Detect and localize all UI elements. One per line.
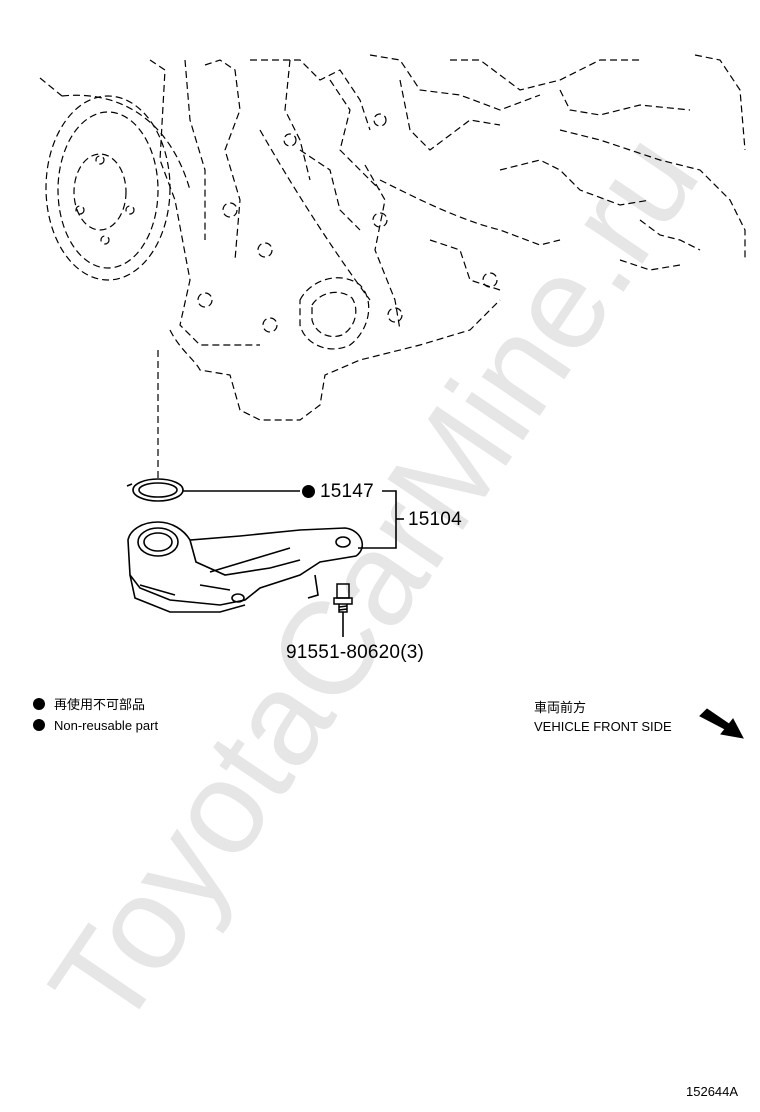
crank-pulley-inner bbox=[57, 111, 159, 269]
callout-gasket: 15147 bbox=[320, 481, 374, 502]
callout-bolt: 91551-80620(3) bbox=[286, 642, 425, 663]
crank-pulley-hub bbox=[73, 153, 127, 231]
front-direction-arrow bbox=[699, 708, 744, 739]
engine-outline bbox=[39, 54, 746, 478]
legend-jp: 再使用不可部品 bbox=[54, 697, 146, 712]
non-reusable-marker-icon bbox=[302, 485, 315, 498]
legend-dot-icon bbox=[33, 698, 45, 710]
crank-pulley-outer bbox=[45, 95, 171, 281]
leader-lines bbox=[183, 490, 404, 637]
legend-en: Non-reusable part bbox=[54, 718, 159, 733]
direction-jp: 車両前方 bbox=[534, 700, 587, 715]
bolt-91551 bbox=[333, 583, 353, 613]
callout-assembly: 15104 bbox=[408, 509, 462, 530]
gasket-15147 bbox=[126, 478, 184, 502]
water-inlet-housing-15104 bbox=[127, 521, 364, 613]
figure-id: 152644A bbox=[686, 1084, 739, 1099]
direction-en: VEHICLE FRONT SIDE bbox=[534, 719, 672, 734]
legend-dot-icon bbox=[33, 719, 45, 731]
